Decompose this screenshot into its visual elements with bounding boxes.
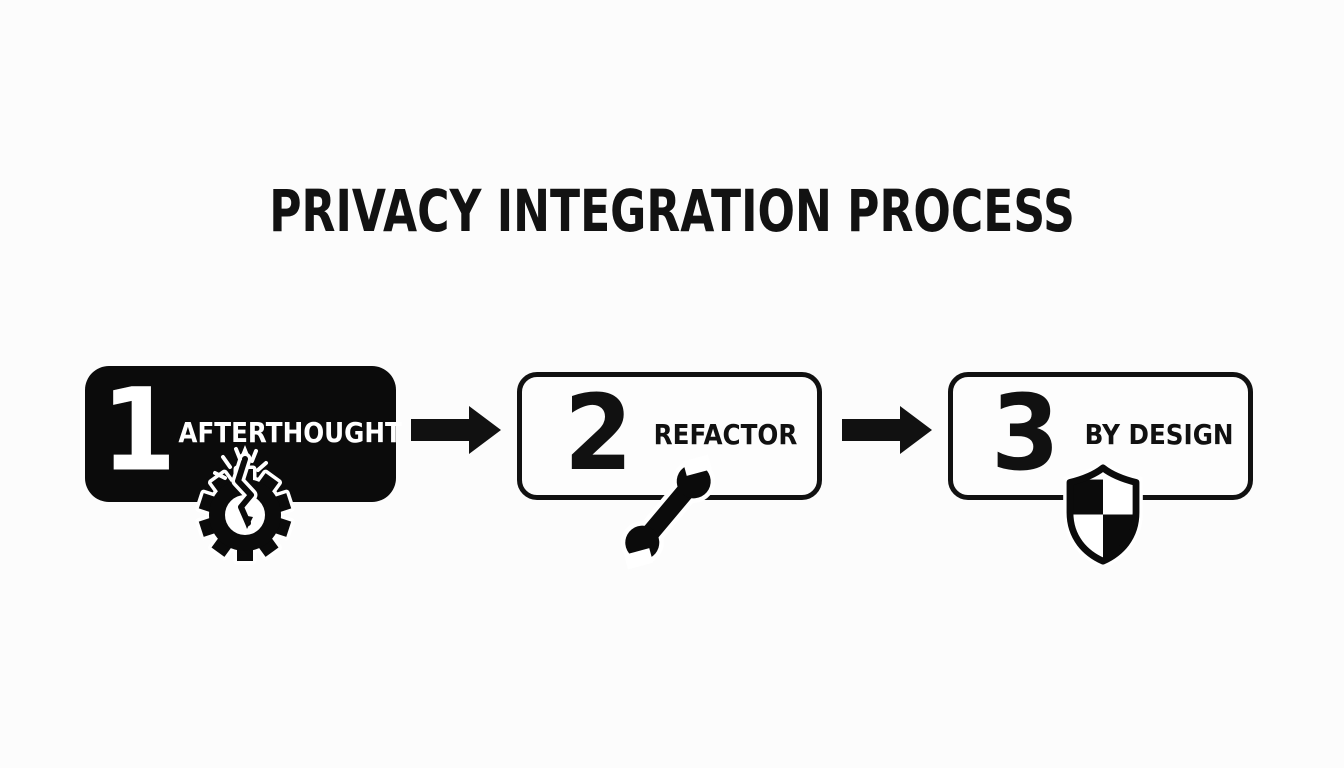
wrench-icon — [620, 454, 716, 570]
right-arrow-icon — [842, 406, 932, 454]
shield-checkered-icon — [1063, 464, 1143, 565]
step-1-number: 1 — [101, 363, 177, 497]
step-1-label: AFTERTHOUGHT — [178, 416, 402, 450]
title-row: PRIVACY INTEGRATION PROCESS — [0, 177, 1344, 245]
step-2-number: 2 — [564, 371, 633, 494]
right-arrow-icon — [411, 406, 501, 454]
step-3-number: 3 — [991, 371, 1060, 494]
step-2-label: REFACTOR — [653, 418, 798, 452]
step-3-label: BY DESIGN — [1084, 418, 1234, 452]
broken-gear-icon — [195, 445, 295, 565]
diagram-title: PRIVACY INTEGRATION PROCESS — [269, 177, 1075, 245]
